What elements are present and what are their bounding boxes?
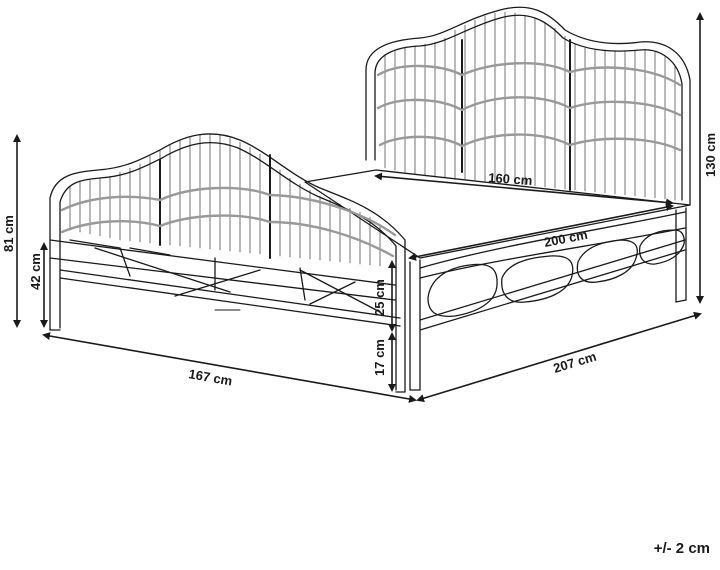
dim-160-line <box>374 172 674 207</box>
label-outer-width: 167 cm <box>187 366 233 388</box>
dim-200-line <box>408 203 674 261</box>
headboard-braids <box>376 62 682 152</box>
label-footboard-height: 81 cm <box>1 215 16 252</box>
dim-207-line <box>416 311 702 403</box>
dim-167-line <box>42 332 417 403</box>
label-leg-height: 17 cm <box>372 339 387 376</box>
tolerance-note: +/- 2 cm <box>653 540 710 557</box>
footboard <box>49 133 406 393</box>
dimension-labels: 130 cm 81 cm 42 cm 25 cm 17 cm 160 cm 20… <box>1 133 718 389</box>
footboard-braids <box>60 186 397 258</box>
headboard-slats <box>384 11 676 201</box>
right-side-rail <box>419 207 687 331</box>
bed-illustration <box>49 6 691 393</box>
footboard-slats <box>69 133 381 267</box>
label-rail-height: 42 cm <box>28 253 43 290</box>
label-inner-width: 160 cm <box>488 170 533 188</box>
label-frame-height: 25 cm <box>372 279 387 316</box>
mattress-platform <box>304 169 691 259</box>
headboard <box>365 6 691 206</box>
dimension-lines <box>13 12 704 403</box>
label-headboard-height: 130 cm <box>703 133 718 177</box>
